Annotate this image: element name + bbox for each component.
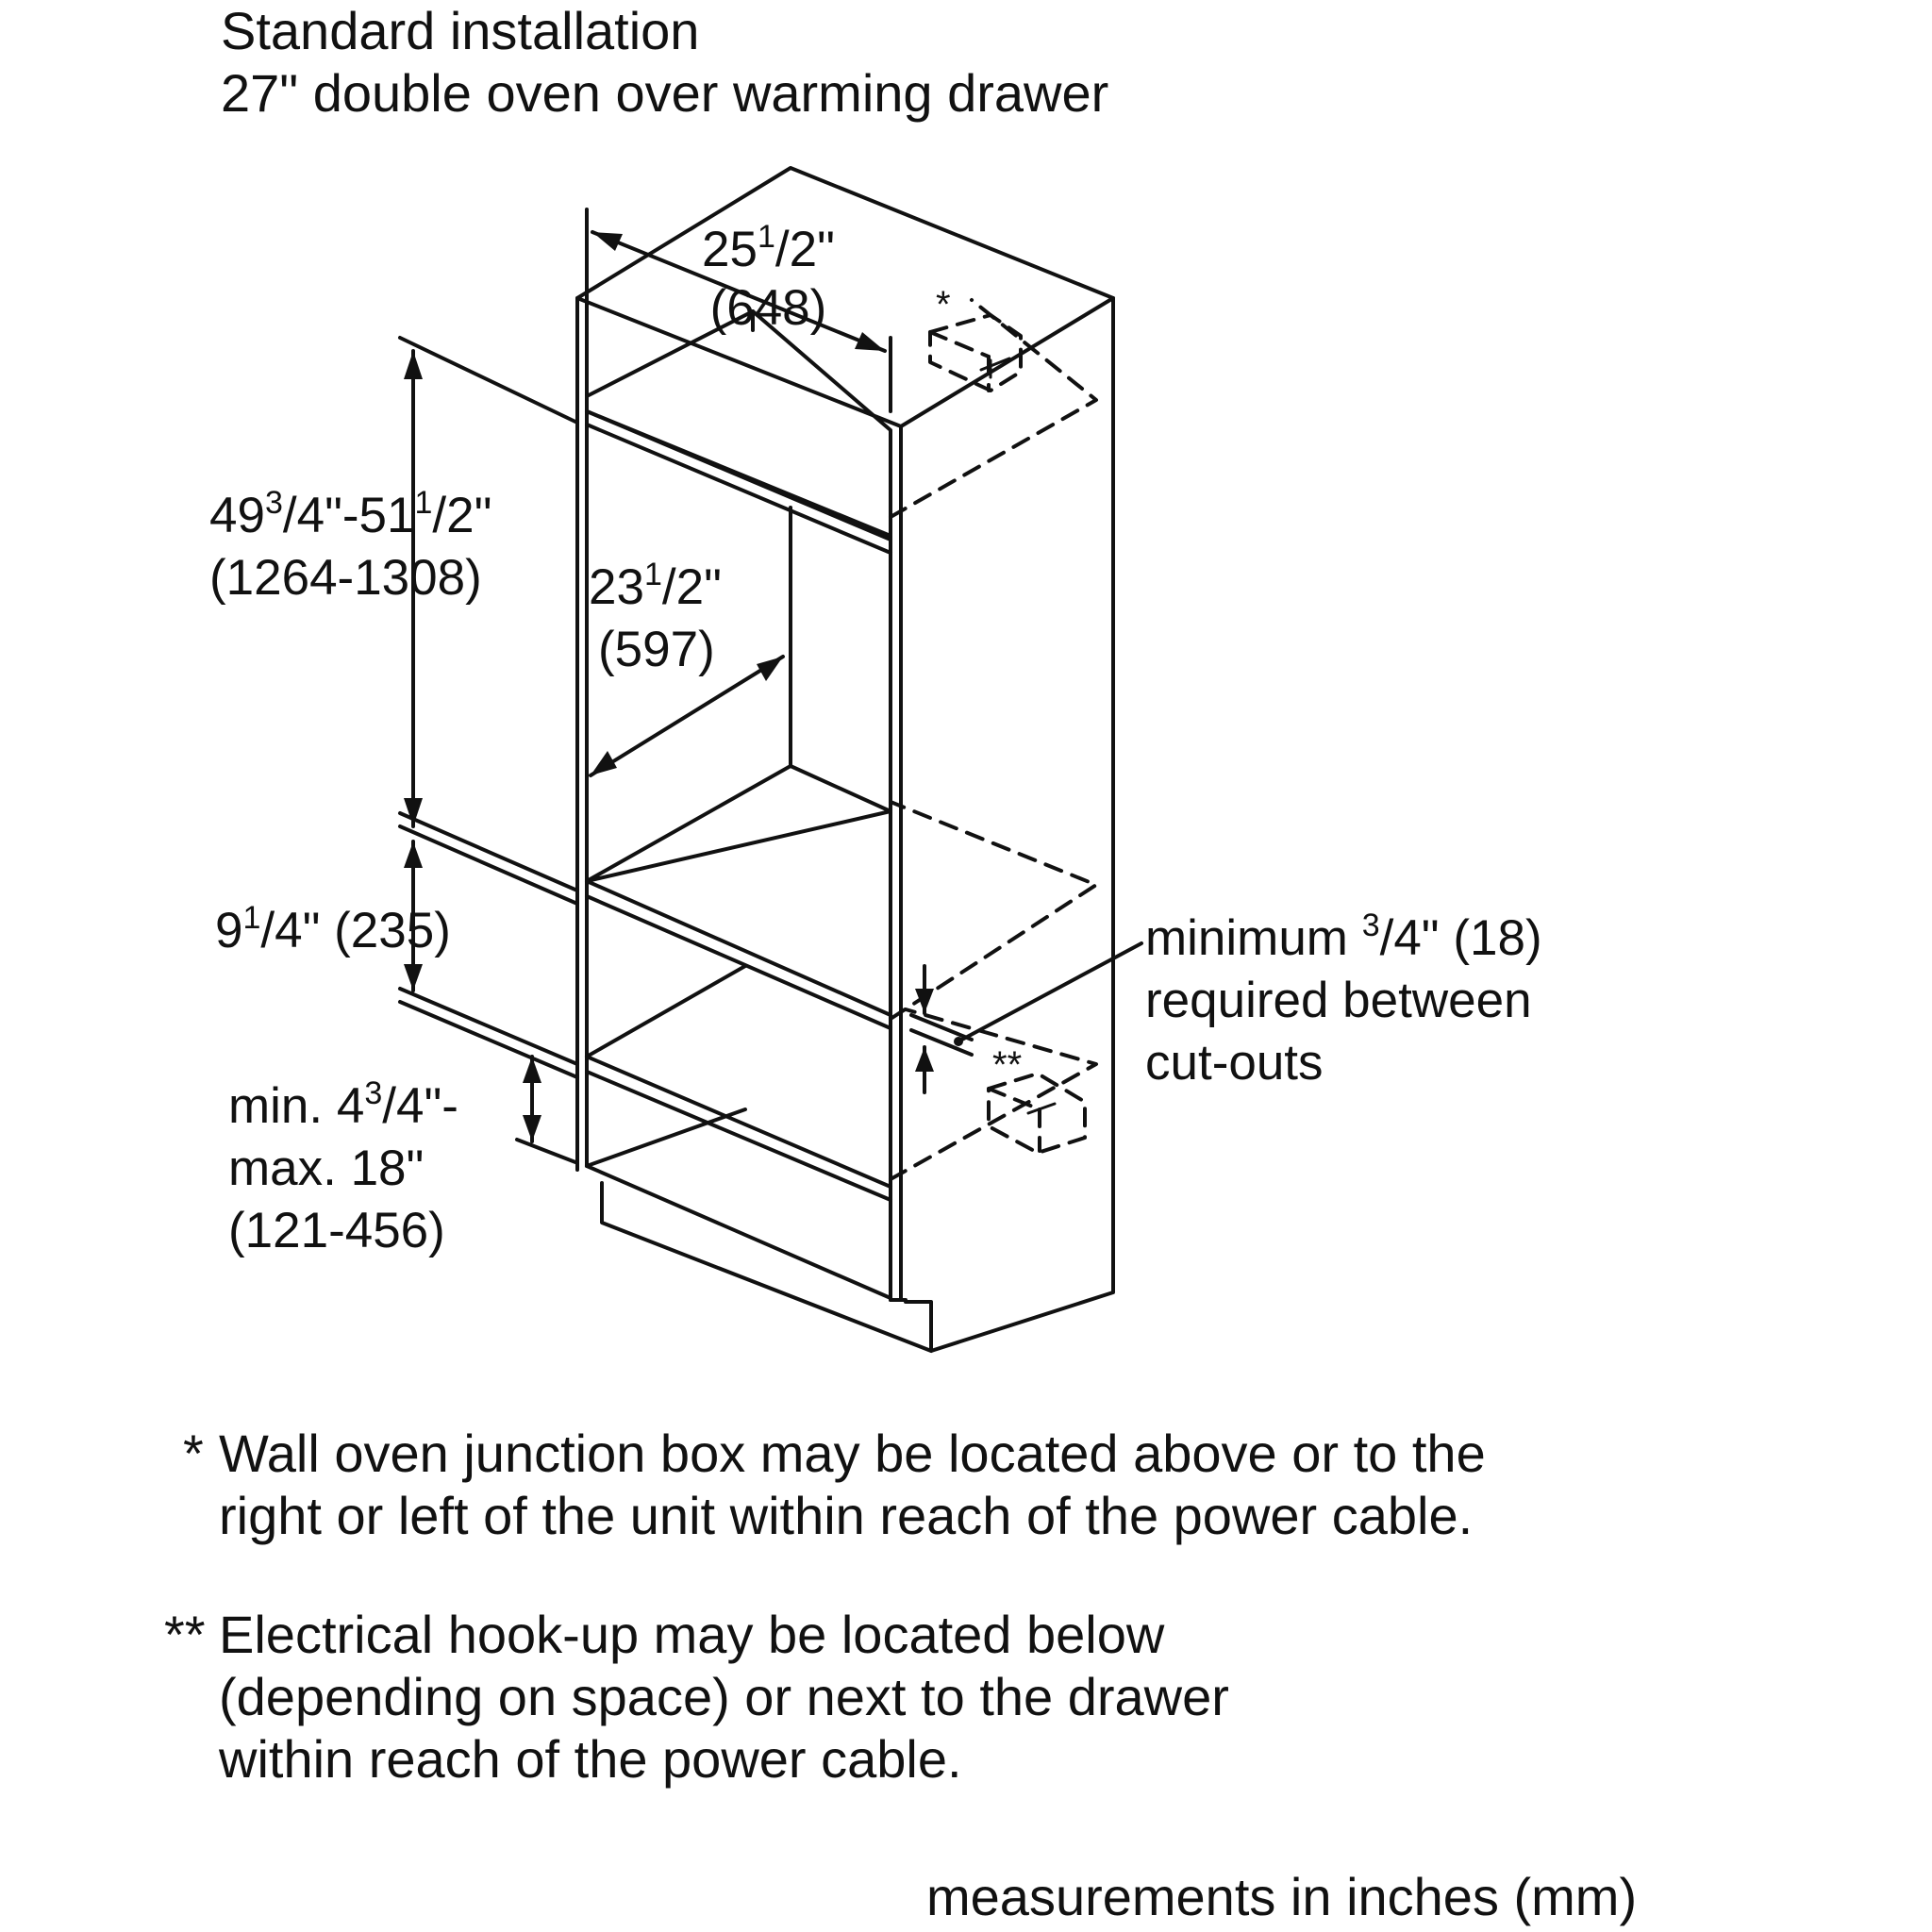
units-footer: measurements in inches (mm) bbox=[926, 1867, 1638, 1926]
height-label: 493/4"-511/2" (1264-1308) bbox=[209, 485, 492, 606]
cutout-leader-line bbox=[957, 941, 1143, 1043]
height-extension-top bbox=[398, 336, 579, 425]
footnote-marker: * bbox=[183, 1424, 204, 1483]
footnote-text: Wall oven junction box may be located ab… bbox=[219, 1424, 1486, 1545]
depth-label: 231/2" (597) bbox=[589, 557, 722, 677]
floor-gap-label: min. 43/4"- max. 18" (121-456) bbox=[228, 1075, 458, 1258]
depth-dimension-line bbox=[589, 655, 785, 777]
width-label: 251/2" (648) bbox=[702, 219, 835, 336]
hookup-marker: ** bbox=[992, 1044, 1023, 1086]
oven-shelf bbox=[585, 764, 892, 883]
diagram-title: Standard installation 27" double oven ov… bbox=[221, 1, 1109, 123]
drawer-height-label: 91/4" (235) bbox=[215, 900, 451, 958]
junction-box-marker: * bbox=[936, 284, 951, 325]
footnote-text: Electrical hook-up may be located below … bbox=[219, 1605, 1229, 1789]
cabinet-top bbox=[575, 166, 1115, 428]
cutout-gap-label: minimum 3/4" (18) required between cut-o… bbox=[1145, 908, 1542, 1091]
footnote-marker: ** bbox=[164, 1605, 206, 1664]
junction-box-icon bbox=[928, 313, 1023, 392]
cabinet-base bbox=[600, 1181, 933, 1353]
electrical-hookup-icon bbox=[987, 1072, 1087, 1155]
width-dimension-line bbox=[591, 230, 887, 353]
cabinet-right-side bbox=[929, 296, 1115, 1353]
upper-shelf bbox=[585, 309, 892, 538]
